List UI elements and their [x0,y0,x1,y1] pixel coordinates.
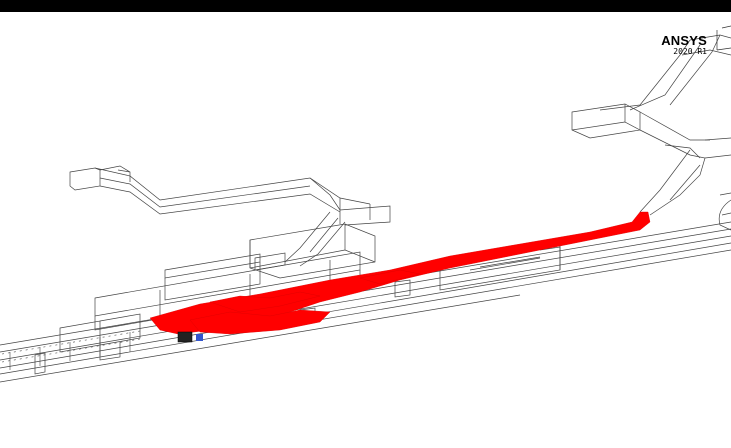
graphics-viewport[interactable]: ANSYS 2020 R1 [0,12,731,448]
train-object [177,331,203,343]
ansys-logo-text: ANSYS [661,33,707,48]
axis-triad-icon [716,25,731,51]
ansys-logo: ANSYS 2020 R1 [661,34,707,56]
window-top-bar [0,0,731,12]
version-label: 2020 R1 [673,47,707,56]
model-canvas[interactable] [0,12,731,448]
tunnel-wireframe [0,34,731,383]
red-plume-region [149,211,651,335]
